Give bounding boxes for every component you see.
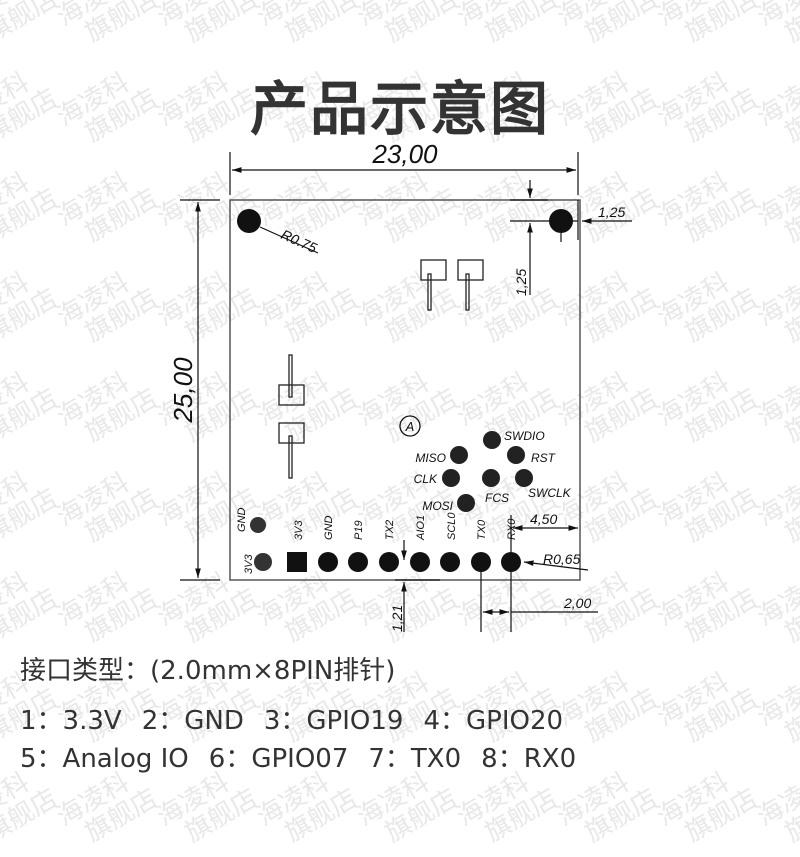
- pinout-item: 2：GND: [141, 706, 244, 736]
- pad-label-clk: CLK: [414, 472, 438, 486]
- pad-label-gnd-extra: GND: [236, 508, 248, 533]
- interface-type: 接口类型：(2.0mm×8PIN排针): [20, 656, 396, 686]
- board-outline: [229, 199, 581, 581]
- corner-offset-h-label: 1,25: [598, 204, 625, 220]
- pitch-label: 2,00: [563, 595, 591, 611]
- pin-label-2: GND: [323, 516, 335, 541]
- pad-label-fcs: FCS: [485, 491, 509, 505]
- pad-radius-label: R0,65: [543, 551, 581, 567]
- pinout-item: 1：3.3V: [20, 706, 122, 736]
- marker-a-label: A: [405, 419, 415, 434]
- bottom-offset-dimension: [395, 540, 440, 632]
- pin-label-3: P19: [353, 520, 365, 540]
- bottom-offset-label: 1,21: [389, 605, 405, 632]
- component-left-pads: [278, 354, 305, 479]
- pin-label-8: RX0: [506, 518, 518, 540]
- pin-label-4: TX2: [384, 520, 396, 540]
- pin-label-5: AIO1: [415, 515, 427, 541]
- pitch-dimension: [480, 572, 598, 632]
- header-pins: [287, 552, 521, 572]
- corner-offset-v-label: 1,25: [513, 269, 529, 296]
- pad-label-mosi: MOSI: [422, 499, 453, 513]
- component-top-pads: [420, 259, 484, 311]
- width-dim-label: 23,00: [371, 139, 438, 169]
- height-dimension: 25,00: [168, 199, 220, 581]
- debug-pads: [442, 431, 533, 512]
- hole-radius-label: R0.75: [279, 226, 320, 256]
- pin-label-1: 3V3: [293, 520, 305, 540]
- pad-label-swclk: SWCLK: [528, 486, 572, 500]
- height-dim-label: 25,00: [168, 357, 198, 424]
- pad-radius-leader: [523, 560, 589, 571]
- pinout-item: 4：GPIO20: [423, 706, 564, 736]
- pad-label-rst: RST: [531, 451, 557, 465]
- marker-a: [399, 415, 421, 437]
- pad-label-3v3-extra: 3V3: [243, 554, 255, 574]
- product-drawing: 23,00 25,00 R0.75 1,25 1,25 A: [168, 139, 632, 632]
- pin-label-6: SCL0: [446, 512, 458, 540]
- pad-label-swdio: SWDIO: [504, 429, 545, 443]
- corner-offset-dimension: [510, 180, 632, 295]
- pinout-item: 8：RX0: [481, 744, 577, 774]
- width-dimension: 23,00: [229, 139, 579, 195]
- right-offset-label: 4,50: [530, 511, 557, 527]
- pad-label-miso: MISO: [415, 451, 446, 465]
- pinout-item: 6：GPIO07: [208, 744, 349, 774]
- right-offset-dimension: [510, 515, 578, 552]
- pad-gnd-extra: [250, 517, 266, 533]
- mounting-hole-top-left: [237, 209, 261, 233]
- pinout-row-1: 1：3.3V 2：GND 3：GPIO19 4：GPIO20: [20, 700, 583, 737]
- pin-label-7: TX0: [476, 519, 488, 540]
- page-title: 产品示意图: [249, 75, 550, 143]
- pinout-item: 3：GPIO19: [263, 706, 404, 736]
- pinout-item: 7：TX0: [368, 744, 462, 774]
- pad-3v3-extra: [254, 553, 272, 571]
- pinout-row-2: 5：Analog IO 6：GPIO07 7：TX0 8：RX0: [20, 738, 596, 775]
- pinout-item: 5：Analog IO: [20, 744, 189, 774]
